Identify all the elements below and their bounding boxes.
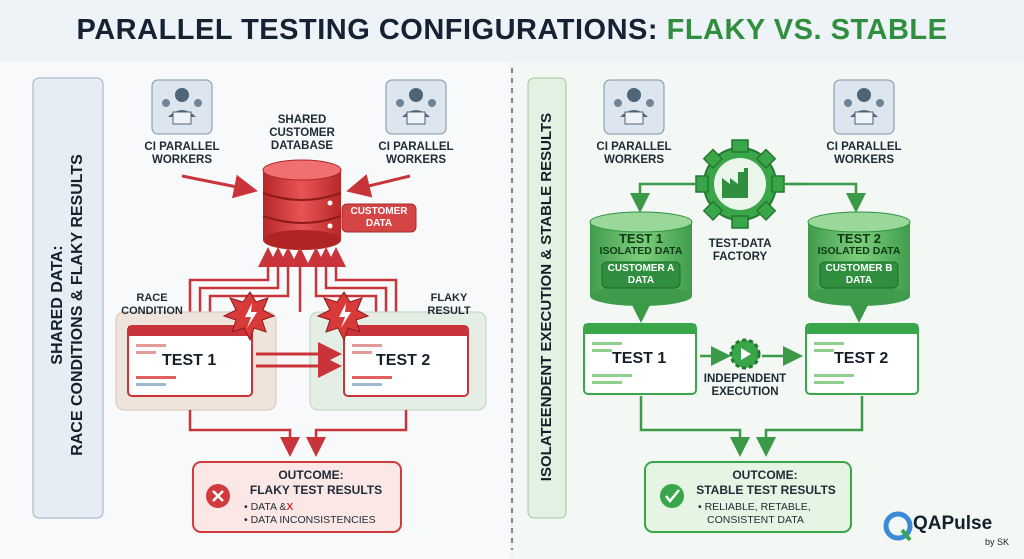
left-test1-label: TEST 1 bbox=[162, 352, 217, 369]
title-main: PARALLEL TESTING CONFIGURATIONS: bbox=[76, 14, 659, 46]
left-side-label: SHARED DATA: RACE CONDITIONS & FLAKY RES… bbox=[48, 85, 88, 525]
test-data-factory-gear-icon bbox=[695, 139, 785, 229]
right-side-label: ISOLATEENDENT EXECUTION & STABLE RESULTS bbox=[538, 112, 555, 482]
cyl1-label-line2: ISOLATED DATA bbox=[599, 245, 683, 257]
race-condition-line1: RACE bbox=[136, 292, 168, 304]
customer-data-tag bbox=[341, 203, 417, 233]
left-outcome-bullet1: • DATA &X bbox=[244, 501, 293, 514]
right-worker-icon-2 bbox=[833, 79, 895, 135]
left-outcome-box bbox=[192, 461, 402, 533]
right-test1-window bbox=[583, 323, 697, 395]
independent-execution-play-icon bbox=[729, 338, 761, 370]
test2-isolated-data-cylinder bbox=[807, 211, 911, 306]
factory-label-line2: FACTORY bbox=[712, 251, 768, 263]
right-worker-icon-1 bbox=[603, 79, 665, 135]
race-condition-line2: CONDITION bbox=[121, 305, 183, 317]
fail-x-icon bbox=[206, 484, 230, 508]
left-test2-label: TEST 2 bbox=[376, 352, 431, 369]
independent-execution-line1: INDEPENDENT bbox=[703, 373, 787, 385]
left-outcome-title: OUTCOME: bbox=[278, 468, 344, 482]
right-outcome-sub: STABLE TEST RESULTS bbox=[696, 483, 836, 497]
right-outcome-bullet1: • RELIABLE, RETABLE, bbox=[698, 501, 811, 513]
left-side-label-box bbox=[32, 77, 104, 519]
independent-execution-line2: EXECUTION bbox=[711, 386, 779, 398]
right-test1-label: TEST 1 bbox=[612, 350, 667, 367]
shared-db-label-line1: SHARED bbox=[277, 114, 327, 126]
left-test1-window bbox=[127, 325, 253, 397]
left-worker-icon-2 bbox=[385, 79, 447, 135]
left-side-label-line2: RACE CONDITIONS & FLAKY RESULTS bbox=[69, 154, 86, 456]
customer-data-tag-line2: DATA bbox=[365, 218, 393, 229]
right-test2-label: TEST 2 bbox=[834, 350, 889, 367]
right-outcome-bullet2: CONSISTENT DATA bbox=[707, 514, 804, 526]
cyl2-tag-line2: DATA bbox=[845, 275, 873, 286]
title-accent: FLAKY VS. STABLE bbox=[666, 14, 948, 46]
left-worker-label-2-line1: CI PARALLEL bbox=[378, 141, 454, 153]
right-worker-label-1-line1: CI PARALLEL bbox=[596, 141, 672, 153]
right-outcome-title: OUTCOME: bbox=[732, 468, 798, 482]
left-test2-window bbox=[343, 325, 469, 397]
flaky-result-burst-icon bbox=[316, 291, 370, 342]
success-check-icon bbox=[660, 484, 684, 508]
cyl1-tag-line1: CUSTOMER A bbox=[607, 263, 675, 274]
shared-db-label-line3: DATABASE bbox=[270, 140, 334, 152]
flaky-result-line2: RESULT bbox=[427, 305, 471, 317]
left-worker-icon-1 bbox=[151, 79, 213, 135]
right-worker-label-2-line2: WORKERS bbox=[833, 154, 895, 166]
left-worker-label-1-line2: WORKERS bbox=[151, 154, 213, 166]
cyl2-label-line2: ISOLATED DATA bbox=[817, 245, 901, 257]
flaky-result-line1: FLAKY bbox=[430, 292, 468, 304]
left-outcome-bullet2: • DATA INCONSISTENCIES bbox=[244, 514, 376, 526]
left-outcome-bullet1-x: X bbox=[286, 501, 294, 513]
logo-sub: by SK bbox=[985, 537, 1010, 547]
right-outcome-box bbox=[644, 461, 852, 533]
shared-db-label-line2: CUSTOMER bbox=[269, 127, 335, 139]
left-side-label-line1: SHARED DATA: bbox=[49, 245, 66, 365]
cyl1-tag-line2: DATA bbox=[627, 275, 655, 286]
page-title: PARALLEL TESTING CONFIGURATIONS: FLAKY V… bbox=[0, 14, 1024, 47]
test1-isolated-data-cylinder bbox=[589, 211, 693, 306]
left-outcome-bullet1-text: • DATA & bbox=[244, 501, 287, 513]
cyl1-label-line1: TEST 1 bbox=[618, 231, 664, 246]
right-side-label-box bbox=[527, 77, 567, 519]
race-condition-burst-icon bbox=[222, 291, 276, 342]
right-worker-label-2-line1: CI PARALLEL bbox=[826, 141, 902, 153]
left-outcome-sub: FLAKY TEST RESULTS bbox=[249, 483, 383, 497]
cyl2-tag-line1: CUSTOMER B bbox=[825, 263, 893, 274]
qapulse-logo-icon bbox=[883, 511, 913, 542]
right-worker-label-1-line2: WORKERS bbox=[603, 154, 665, 166]
logo-name: QAPulse bbox=[913, 513, 993, 534]
shared-database-icon bbox=[262, 159, 342, 250]
customer-data-tag-line1: CUSTOMER bbox=[350, 206, 408, 217]
left-worker-label-1-line1: CI PARALLEL bbox=[144, 141, 220, 153]
cyl2-label-line1: TEST 2 bbox=[836, 231, 882, 246]
factory-label-line1: TEST-DATA bbox=[708, 238, 772, 250]
left-worker-label-2-line2: WORKERS bbox=[385, 154, 447, 166]
right-test2-window bbox=[805, 323, 919, 395]
